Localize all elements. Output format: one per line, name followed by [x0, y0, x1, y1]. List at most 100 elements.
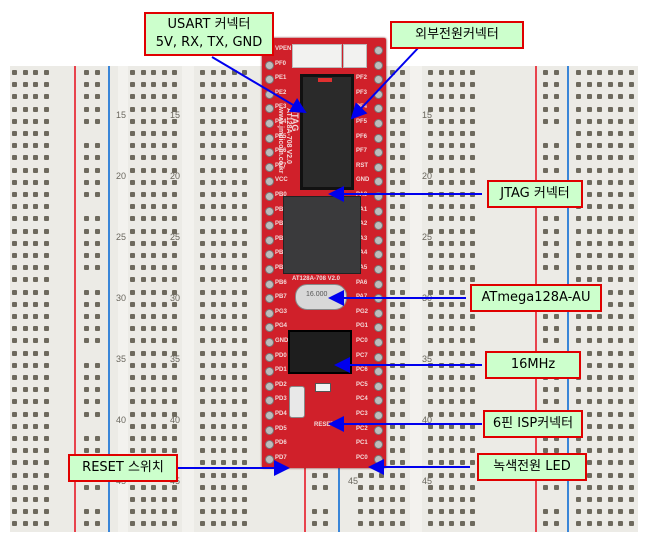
breadboard-hole [84, 399, 89, 405]
breadboard-hole [151, 301, 156, 307]
breadboard-hole [543, 82, 548, 88]
breadboard-hole [84, 448, 89, 454]
breadboard-hole [618, 82, 623, 88]
breadboard-hole [130, 179, 135, 185]
breadboard-hole [33, 265, 38, 271]
breadboard-hole [389, 143, 395, 149]
breadboard-hole [438, 521, 444, 527]
pin-label-right: PC7 [356, 352, 368, 359]
breadboard-hole [618, 228, 623, 234]
breadboard-hole [151, 216, 156, 222]
breadboard-hole [543, 265, 548, 271]
breadboard-hole [576, 143, 581, 149]
breadboard-hole [231, 94, 237, 100]
row-number-left: 30 [422, 293, 433, 303]
breadboard-hole [459, 167, 465, 173]
pin-label-left: PE7 [275, 162, 287, 169]
breadboard-hole [221, 387, 226, 393]
breadboard-hole [210, 155, 216, 161]
breadboard-hole [470, 497, 475, 502]
breadboard-hole [459, 82, 465, 88]
breadboard-hole [389, 314, 395, 319]
breadboard-hole [43, 216, 49, 222]
breadboard-hole [172, 277, 177, 283]
breadboard-hole [84, 216, 89, 222]
breadboard-hole [130, 509, 135, 515]
breadboard-hole [428, 423, 433, 429]
header-pin-right [374, 411, 383, 420]
breadboard-hole [389, 265, 395, 271]
breadboard-hole [428, 350, 433, 356]
breadboard-hole [400, 399, 405, 405]
breadboard-hole [389, 131, 395, 136]
breadboard-hole [400, 131, 405, 136]
breadboard-hole [231, 301, 237, 307]
breadboard-hole [597, 240, 602, 246]
breadboard-hole [470, 326, 475, 332]
breadboard-hole [428, 82, 433, 88]
breadboard-hole [43, 106, 49, 112]
breadboard-hole [151, 509, 156, 515]
pin-label-left: PB4 [275, 250, 287, 257]
breadboard-hole [470, 106, 475, 112]
breadboard-hole [242, 521, 247, 527]
breadboard-hole [140, 253, 146, 258]
breadboard-hole [140, 82, 146, 88]
breadboard-hole [607, 240, 613, 246]
header-pin-right [374, 104, 383, 114]
breadboard-center-channel [410, 66, 422, 532]
breadboard-hole [597, 118, 602, 124]
breadboard-hole [628, 131, 634, 136]
breadboard-hole [221, 423, 226, 429]
breadboard-hole [618, 106, 623, 112]
breadboard-hole [43, 253, 49, 258]
breadboard-hole [449, 82, 454, 88]
breadboard-hole [379, 472, 384, 478]
breadboard-hole [200, 387, 205, 393]
breadboard-hole [200, 82, 205, 88]
breadboard-hole [140, 448, 146, 454]
breadboard-hole [200, 497, 205, 502]
breadboard-hole [449, 265, 454, 271]
breadboard-hole [449, 289, 454, 295]
breadboard-hole [428, 326, 433, 332]
breadboard-hole [130, 216, 135, 222]
breadboard-hole [618, 399, 623, 405]
breadboard-hole [221, 240, 226, 246]
breadboard-hole [140, 179, 146, 185]
breadboard-hole [389, 448, 395, 454]
breadboard-hole [33, 216, 38, 222]
row-number-right: 20 [116, 171, 127, 181]
breadboard-hole [543, 106, 548, 112]
breadboard-hole [470, 253, 475, 258]
breadboard-hole [210, 167, 216, 173]
breadboard-hole [94, 265, 100, 271]
breadboard-hole [84, 143, 89, 149]
breadboard-hole [576, 314, 581, 319]
breadboard-hole [231, 521, 237, 527]
breadboard-hole [576, 265, 581, 271]
breadboard-hole [151, 411, 156, 417]
breadboard-hole [140, 192, 146, 197]
pin-label-right: PA5 [356, 265, 368, 271]
breadboard-hole [200, 167, 205, 173]
breadboard-hole [576, 399, 581, 405]
header-pin-right [374, 367, 383, 377]
breadboard-hole [576, 521, 581, 527]
power-rail-red [74, 66, 76, 532]
breadboard-hole [43, 338, 49, 344]
breadboard-hole [400, 106, 405, 112]
breadboard-hole [553, 167, 559, 173]
breadboard-hole [597, 448, 602, 454]
breadboard-hole [172, 338, 177, 344]
breadboard-hole [459, 375, 465, 380]
breadboard-hole [43, 131, 49, 136]
breadboard-hole [43, 118, 49, 124]
breadboard-hole [22, 362, 28, 368]
breadboard-hole [210, 265, 216, 271]
breadboard-hole [618, 265, 623, 271]
header-pin-left [265, 279, 274, 289]
breadboard-hole [161, 301, 167, 307]
breadboard-hole [597, 387, 602, 393]
breadboard-hole [12, 277, 17, 283]
